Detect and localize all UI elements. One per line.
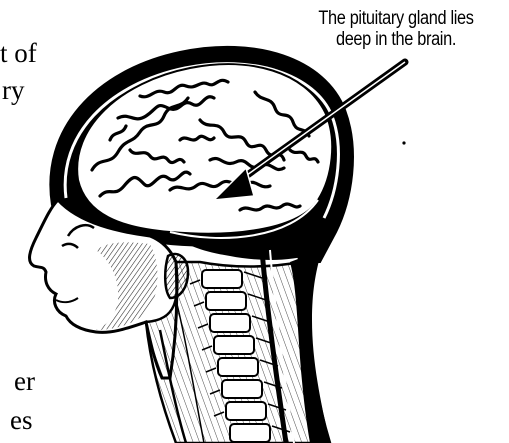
head-illustration xyxy=(0,0,509,443)
